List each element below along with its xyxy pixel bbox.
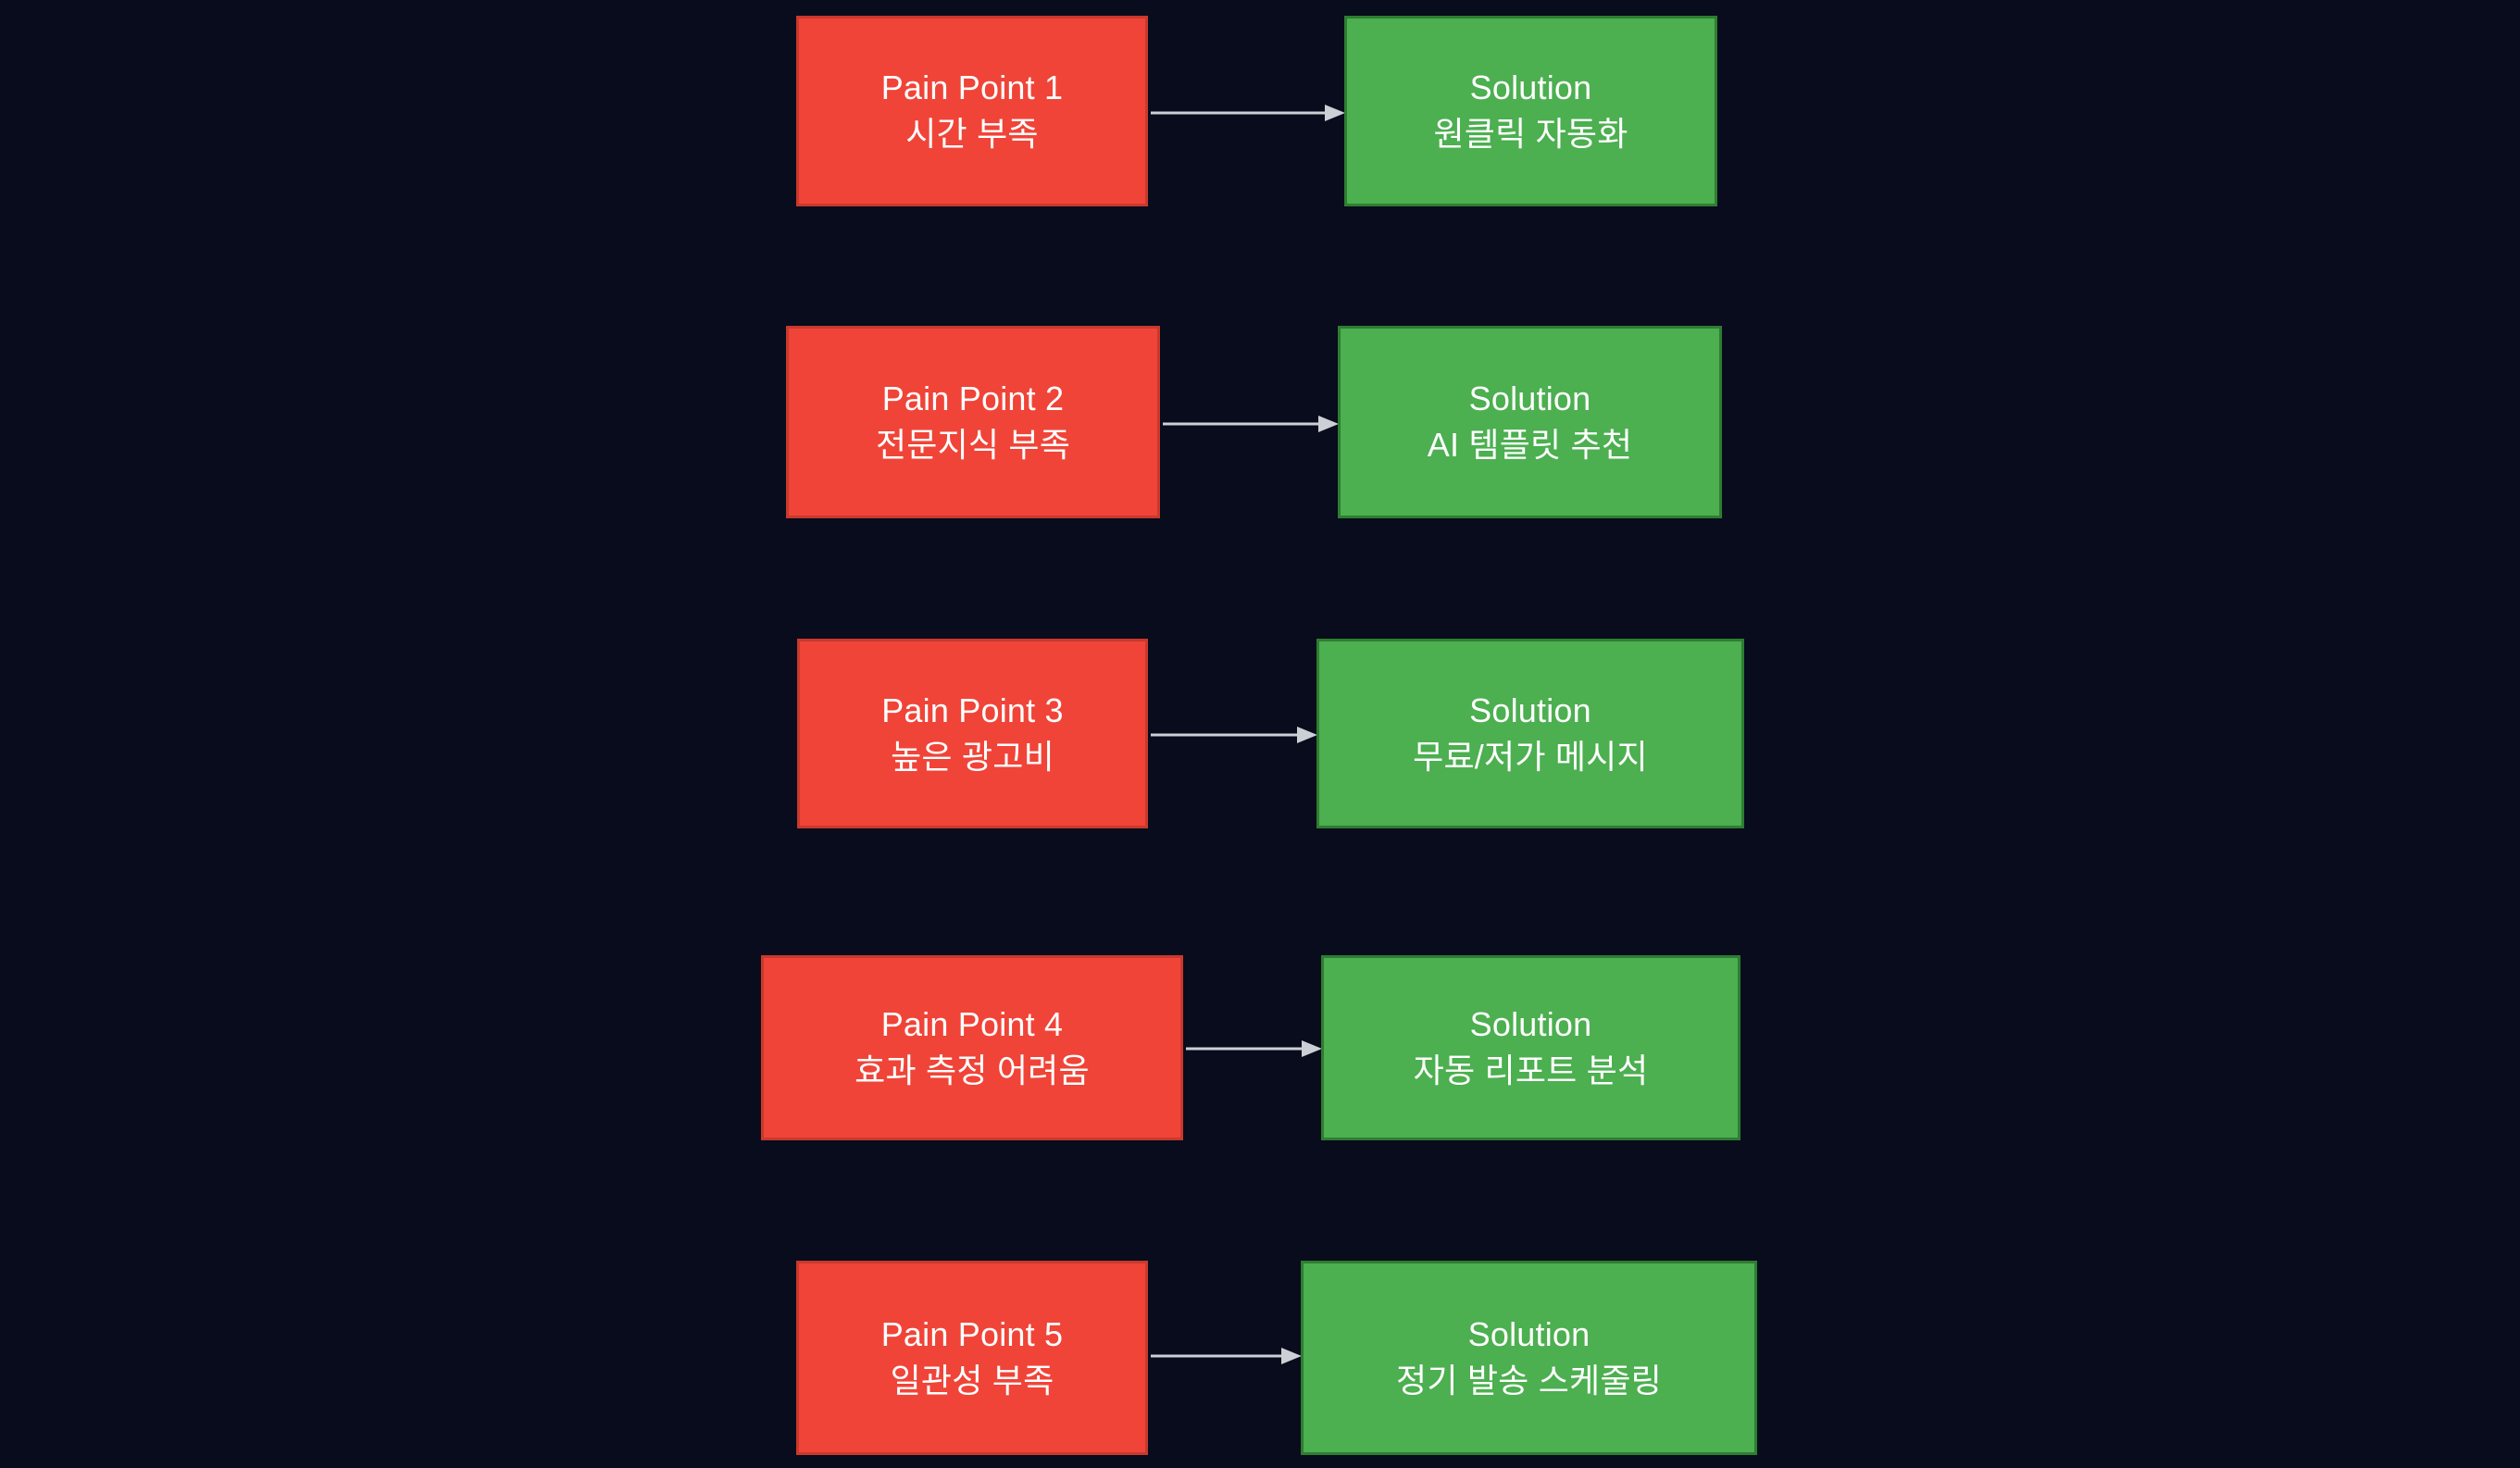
pain-point-node-3[interactable]: Pain Point 3 높은 광고비 <box>797 639 1148 828</box>
solution-title-2: Solution <box>1468 379 1591 418</box>
solution-node-5[interactable]: Solution 정기 발송 스케줄링 <box>1301 1261 1757 1455</box>
pain-point-title-4: Pain Point 4 <box>880 1005 1064 1044</box>
arrow-connector-2 <box>1163 413 1341 435</box>
arrow-connector-4 <box>1186 1038 1324 1060</box>
arrow-connector-3 <box>1151 724 1319 746</box>
pain-point-node-1[interactable]: Pain Point 1 시간 부족 <box>796 16 1148 206</box>
arrow-connector-5 <box>1151 1345 1304 1367</box>
solution-title-3: Solution <box>1469 690 1591 729</box>
solution-title-1: Solution <box>1469 68 1592 107</box>
solution-node-2[interactable]: Solution AI 템플릿 추천 <box>1338 326 1722 518</box>
pain-point-detail-2: 전문지식 부족 <box>875 426 1071 464</box>
solution-detail-3: 무료/저가 메시지 <box>1413 737 1648 776</box>
arrow-connector-1 <box>1151 102 1347 124</box>
pain-point-title-5: Pain Point 5 <box>880 1315 1064 1354</box>
pain-point-title-1: Pain Point 1 <box>880 68 1064 107</box>
solution-node-1[interactable]: Solution 원클릭 자동화 <box>1344 16 1717 206</box>
pain-point-detail-5: 일관성 부족 <box>890 1362 1054 1400</box>
pain-point-detail-1: 시간 부족 <box>905 115 1039 153</box>
pain-point-node-4[interactable]: Pain Point 4 효과 측정 어려움 <box>761 955 1183 1140</box>
solution-detail-4: 자동 리포트 분석 <box>1413 1051 1649 1089</box>
solution-title-4: Solution <box>1469 1005 1592 1044</box>
pain-point-detail-4: 효과 측정 어려움 <box>855 1051 1090 1089</box>
solution-title-5: Solution <box>1467 1315 1591 1354</box>
pain-point-title-3: Pain Point 3 <box>881 690 1064 729</box>
solution-detail-1: 원클릭 자동화 <box>1433 115 1628 153</box>
pain-point-detail-3: 높은 광고비 <box>891 737 1054 776</box>
solution-detail-5: 정기 발송 스케줄링 <box>1396 1362 1662 1400</box>
pain-point-title-2: Pain Point 2 <box>881 379 1065 418</box>
solution-node-4[interactable]: Solution 자동 리포트 분석 <box>1321 955 1740 1140</box>
solution-detail-2: AI 템플릿 추천 <box>1427 426 1633 464</box>
pain-point-node-5[interactable]: Pain Point 5 일관성 부족 <box>796 1261 1148 1455</box>
solution-node-3[interactable]: Solution 무료/저가 메시지 <box>1316 639 1744 828</box>
pain-point-node-2[interactable]: Pain Point 2 전문지식 부족 <box>786 326 1160 518</box>
